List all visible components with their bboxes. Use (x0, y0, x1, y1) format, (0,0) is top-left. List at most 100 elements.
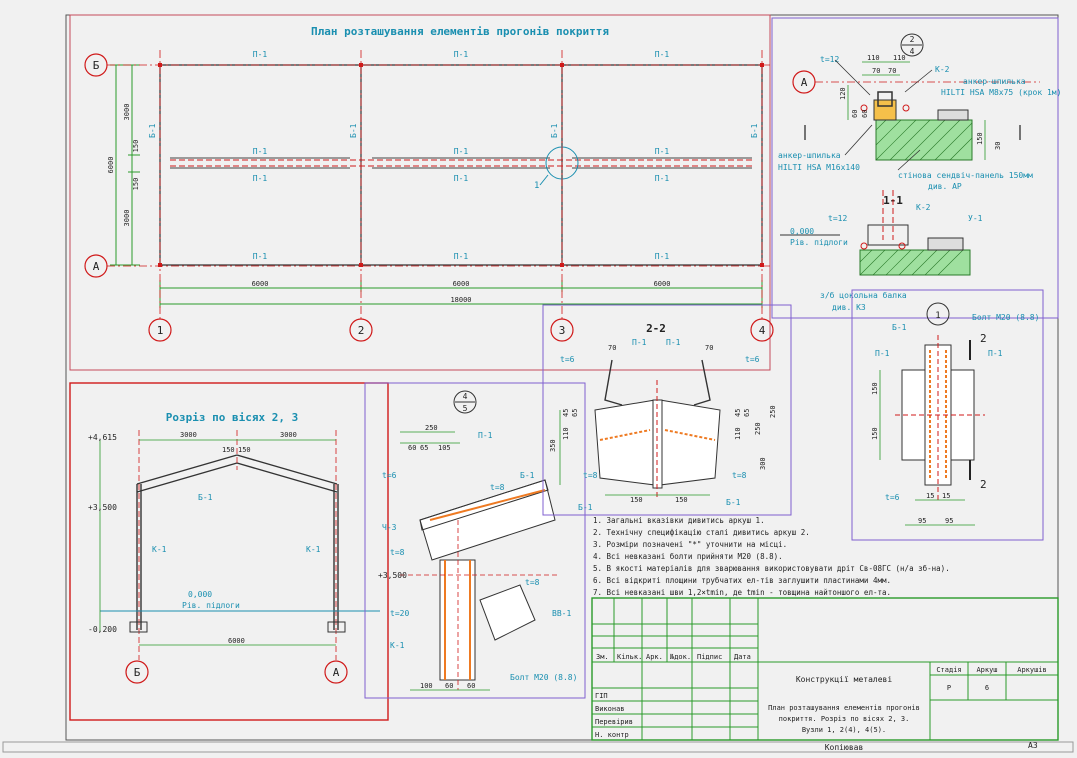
svg-text:Б-1: Б-1 (578, 503, 593, 512)
svg-text:П-1: П-1 (454, 147, 469, 156)
svg-text:Вузли 1, 2(4), 4(5).: Вузли 1, 2(4), 4(5). (802, 726, 886, 734)
svg-text:Р: Р (947, 684, 951, 692)
svg-text:+3,500: +3,500 (378, 571, 407, 580)
svg-text:див. АР: див. АР (928, 182, 962, 191)
svg-text:з/б цокольна балка: з/б цокольна балка (820, 290, 907, 300)
svg-text:П-1: П-1 (632, 338, 647, 347)
svg-text:15: 15 (926, 492, 934, 500)
svg-text:стінова сендвіч-панель 150мм: стінова сендвіч-панель 150мм (898, 171, 1033, 180)
svg-text:45: 45 (734, 409, 742, 417)
svg-text:150: 150 (871, 427, 879, 440)
svg-text:анкер-шпилька: анкер-шпилька (963, 77, 1026, 86)
svg-text:t=8: t=8 (583, 471, 598, 480)
svg-text:60: 60 (467, 682, 475, 690)
svg-text:+4,615: +4,615 (88, 433, 117, 442)
section-title: Розріз по вісях 2, 3 (166, 411, 298, 424)
plan-frame (69, 14, 771, 371)
node4-detail: 4 5 250 60 65 105 100 60 60 П-1 t=6 Б-1 … (364, 382, 586, 699)
svg-text:60: 60 (851, 110, 859, 118)
svg-text:Рів. підлоги: Рів. підлоги (182, 601, 240, 610)
svg-text:П-1: П-1 (875, 349, 890, 358)
svg-text:№док.: №док. (669, 653, 691, 661)
note-4: 4. Всі невказані болти прийняти М20 (8.8… (593, 552, 783, 561)
svg-text:150: 150 (222, 446, 235, 454)
svg-text:150: 150 (238, 446, 251, 454)
svg-text:t=20: t=20 (390, 609, 409, 618)
plan-nodes (158, 63, 764, 267)
svg-text:П-1: П-1 (253, 147, 268, 156)
svg-text:ГІП: ГІП (595, 692, 608, 700)
svg-text:250: 250 (425, 424, 438, 432)
svg-text:Б-1: Б-1 (148, 123, 157, 138)
svg-text:6000: 6000 (453, 280, 470, 288)
svg-text:105: 105 (438, 444, 451, 452)
node1-frame (851, 289, 1044, 541)
svg-text:Б-1: Б-1 (750, 123, 759, 138)
svg-text:Кільк.: Кільк. (617, 653, 642, 661)
axis-b-label: Б (93, 59, 100, 72)
project-name: Конструкції металеві (796, 675, 893, 684)
svg-text:Аркуш: Аркуш (976, 666, 997, 674)
svg-text:А: А (333, 666, 340, 679)
svg-text:П-1: П-1 (454, 252, 469, 261)
svg-text:ВВ-1: ВВ-1 (552, 609, 571, 618)
svg-text:Виконав: Виконав (595, 705, 625, 713)
svg-text:П-1: П-1 (253, 50, 268, 59)
svg-text:t=12: t=12 (820, 55, 839, 64)
svg-text:У-1: У-1 (968, 214, 983, 223)
svg-text:П-1: П-1 (478, 431, 493, 440)
svg-text:t=6: t=6 (745, 355, 760, 364)
svg-text:70: 70 (888, 67, 896, 75)
svg-text:1: 1 (935, 311, 940, 321)
svg-text:Б: Б (134, 666, 141, 679)
svg-text:покриття. Розріз по вісях 2, 3: покриття. Розріз по вісях 2, 3. (779, 715, 910, 723)
svg-text:План розташування елементів пр: План розташування елементів прогонів (768, 704, 920, 712)
svg-text:П-1: П-1 (655, 174, 670, 183)
svg-text:Б-1: Б-1 (892, 323, 907, 332)
note-2: 2. Технічну специфікацію сталі дивитись … (593, 528, 810, 537)
svg-text:П-1: П-1 (253, 174, 268, 183)
title-block: Зм. Кільк. Арк. №док. Підпис Дата ГІП Ви… (591, 597, 1059, 752)
note-3: 3. Розміри позначені "*" уточнити на міс… (593, 540, 787, 549)
svg-text:t=8: t=8 (525, 578, 540, 587)
svg-text:t=12: t=12 (828, 214, 847, 223)
svg-text:70: 70 (608, 344, 616, 352)
general-notes: 1. Загальні вказівки дивитись аркуш 1. 2… (593, 516, 950, 597)
svg-text:150: 150 (871, 382, 879, 395)
svg-text:Стадія: Стадія (936, 666, 961, 674)
section22-detail: 2-2 70 70 110 45 65 110 45 65 250 250 35… (542, 304, 792, 516)
svg-text:А3: А3 (1028, 741, 1038, 750)
svg-text:2: 2 (980, 332, 987, 345)
svg-text:Болт М20 (8.8): Болт М20 (8.8) (972, 313, 1039, 322)
svg-text:150: 150 (132, 140, 140, 153)
section22-title: 2-2 (646, 322, 666, 335)
svg-text:4: 4 (910, 47, 915, 56)
svg-text:Копіював: Копіював (825, 743, 864, 752)
svg-text:110: 110 (734, 427, 742, 440)
svg-text:15: 15 (942, 492, 950, 500)
note-7: 7. Всі невказані шви 1,2×tmin, де tmin -… (593, 588, 891, 597)
svg-text:350: 350 (549, 439, 557, 452)
svg-text:100: 100 (420, 682, 433, 690)
svg-text:60: 60 (445, 682, 453, 690)
svg-text:П-1: П-1 (666, 338, 681, 347)
svg-text:150: 150 (675, 496, 688, 504)
svg-text:45: 45 (562, 409, 570, 417)
svg-text:Зм.: Зм. (596, 653, 609, 661)
svg-text:150: 150 (630, 496, 643, 504)
svg-text:250: 250 (754, 422, 762, 435)
node2-frame (771, 17, 1059, 319)
svg-text:П-1: П-1 (988, 349, 1003, 358)
svg-text:Н. контр: Н. контр (595, 731, 629, 739)
svg-text:3000: 3000 (123, 104, 131, 121)
svg-text:6000: 6000 (252, 280, 269, 288)
svg-text:70: 70 (705, 344, 713, 352)
node-mark: 1 (534, 181, 539, 191)
svg-text:Перевірив: Перевірив (595, 718, 633, 726)
plan-view: План розташування елементів прогонів пок… (69, 14, 774, 371)
svg-text:А: А (801, 76, 808, 89)
svg-text:110: 110 (562, 427, 570, 440)
node2-detail: 2 4 А 110 110 70 70 120 60 60 150 (771, 17, 1061, 319)
svg-text:К-2: К-2 (916, 203, 931, 212)
